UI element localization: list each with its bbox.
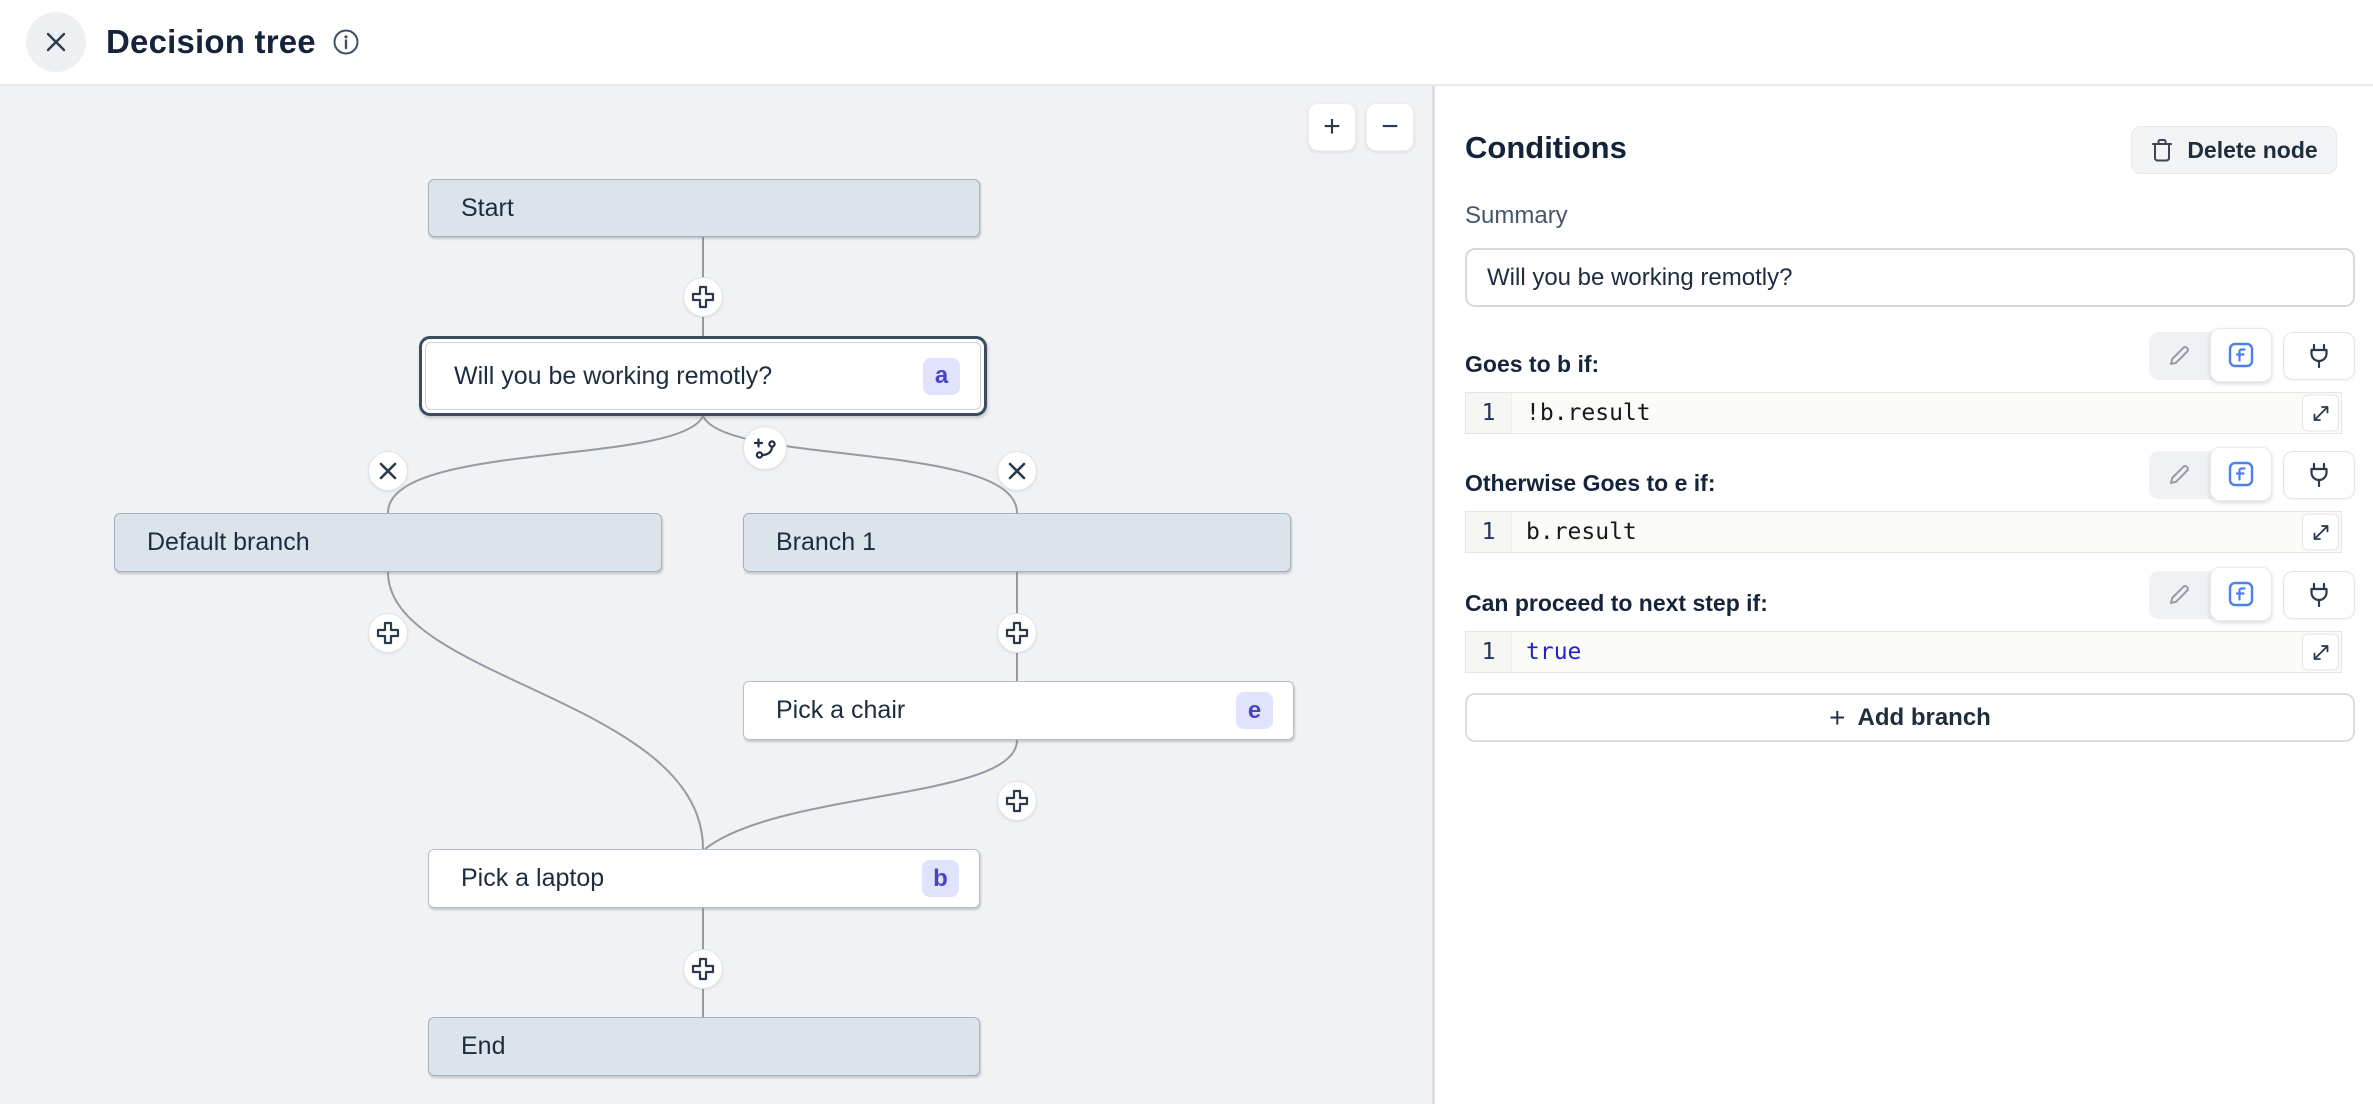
condition-label: Goes to b if: (1465, 351, 1599, 380)
add-node-button[interactable] (997, 613, 1037, 653)
condition-row: Can proceed to next step if: 1 true (1465, 571, 2355, 673)
condition-row: Otherwise Goes to e if: 1 b.result (1465, 451, 2355, 553)
node-default-branch[interactable]: Default branch (114, 513, 662, 572)
code-text[interactable]: true (1512, 632, 2341, 672)
text-mode-button[interactable] (2149, 571, 2210, 619)
editor-mode-toggle (2149, 451, 2270, 499)
add-branch-node-button[interactable] (743, 426, 787, 470)
plus-icon (691, 957, 715, 981)
add-branch-button[interactable]: + Add branch (1465, 693, 2355, 742)
plug-icon (2306, 342, 2332, 370)
branch-plus-icon (751, 434, 779, 462)
node-label: End (461, 1032, 959, 1061)
add-node-button[interactable] (368, 613, 408, 653)
fx-icon (2227, 341, 2255, 369)
line-number: 1 (1466, 512, 1512, 552)
delete-node-label: Delete node (2187, 137, 2317, 164)
expand-editor-button[interactable] (2302, 634, 2339, 671)
plug-icon (2306, 581, 2332, 609)
node-badge: a (923, 358, 960, 395)
condition-row: Goes to b if: 1 !b.result (1465, 332, 2355, 434)
panel-title: Conditions (1465, 130, 1627, 166)
code-text[interactable]: b.result (1512, 512, 2341, 552)
node-label: Start (461, 194, 959, 223)
expression-mode-button[interactable] (2210, 447, 2273, 501)
summary-input[interactable] (1465, 248, 2355, 307)
expand-icon (2311, 522, 2331, 542)
node-label: Branch 1 (776, 528, 1270, 557)
plug-icon (2306, 461, 2332, 489)
remove-branch-button[interactable] (368, 451, 408, 491)
node-badge: b (922, 860, 959, 897)
node-label: Default branch (147, 528, 641, 557)
edges-svg (0, 86, 1432, 1104)
remove-branch-button[interactable] (997, 451, 1037, 491)
connect-source-button[interactable] (2283, 451, 2355, 499)
x-icon (1007, 461, 1027, 481)
connect-source-button[interactable] (2283, 571, 2355, 619)
node-pick-laptop[interactable]: Pick a laptop b (428, 849, 980, 908)
add-branch-label: Add branch (1858, 704, 1991, 732)
info-icon[interactable] (332, 28, 360, 56)
add-node-button[interactable] (683, 949, 723, 989)
add-node-button[interactable] (997, 781, 1037, 821)
pencil-icon (2167, 583, 2191, 607)
pencil-icon (2167, 344, 2191, 368)
editor-mode-toggle (2149, 571, 2270, 619)
text-mode-button[interactable] (2149, 451, 2210, 499)
conditions-panel: Conditions Delete node Summary Goes to b… (1435, 86, 2373, 1104)
fx-icon (2227, 580, 2255, 608)
node-label: Pick a chair (776, 696, 1236, 725)
zoom-out-button[interactable]: − (1366, 103, 1414, 151)
x-icon (378, 461, 398, 481)
header: Decision tree (0, 0, 2373, 86)
plus-icon (376, 621, 400, 645)
close-icon (43, 29, 69, 55)
node-question-selected[interactable]: Will you be working remotly? a (419, 336, 987, 416)
connect-source-button[interactable] (2283, 332, 2355, 380)
text-mode-button[interactable] (2149, 332, 2210, 380)
delete-node-button[interactable]: Delete node (2131, 126, 2337, 174)
code-editor[interactable]: 1 b.result (1465, 511, 2342, 553)
node-label: Will you be working remotly? (454, 362, 923, 391)
close-button[interactable] (26, 12, 86, 72)
zoom-in-button[interactable]: + (1308, 103, 1356, 151)
expand-editor-button[interactable] (2302, 514, 2339, 551)
line-number: 1 (1466, 393, 1512, 433)
fx-icon (2227, 460, 2255, 488)
expression-mode-button[interactable] (2210, 328, 2273, 382)
plus-icon: + (1829, 702, 1845, 734)
flow-canvas[interactable]: Start Will you be working remotly? a Def… (0, 86, 1432, 1104)
code-editor[interactable]: 1 true (1465, 631, 2342, 673)
expression-mode-button[interactable] (2210, 567, 2273, 621)
node-pick-chair[interactable]: Pick a chair e (743, 681, 1294, 740)
expand-editor-button[interactable] (2302, 395, 2339, 432)
condition-label: Can proceed to next step if: (1465, 590, 1768, 619)
node-branch-1[interactable]: Branch 1 (743, 513, 1291, 572)
page-title: Decision tree (106, 23, 316, 61)
add-node-button[interactable] (683, 277, 723, 317)
plus-icon (691, 285, 715, 309)
plus-icon (1005, 621, 1029, 645)
trash-icon (2150, 137, 2174, 163)
node-badge: e (1236, 692, 1273, 729)
summary-label: Summary (1465, 202, 1568, 230)
pencil-icon (2167, 463, 2191, 487)
editor-mode-toggle (2149, 332, 2270, 380)
code-editor[interactable]: 1 !b.result (1465, 392, 2342, 434)
node-start[interactable]: Start (428, 179, 980, 237)
plus-icon (1005, 789, 1029, 813)
line-number: 1 (1466, 632, 1512, 672)
node-end[interactable]: End (428, 1017, 980, 1076)
condition-label: Otherwise Goes to e if: (1465, 470, 1716, 499)
expand-icon (2311, 642, 2331, 662)
node-label: Pick a laptop (461, 864, 922, 893)
code-text[interactable]: !b.result (1512, 393, 2341, 433)
expand-icon (2311, 403, 2331, 423)
